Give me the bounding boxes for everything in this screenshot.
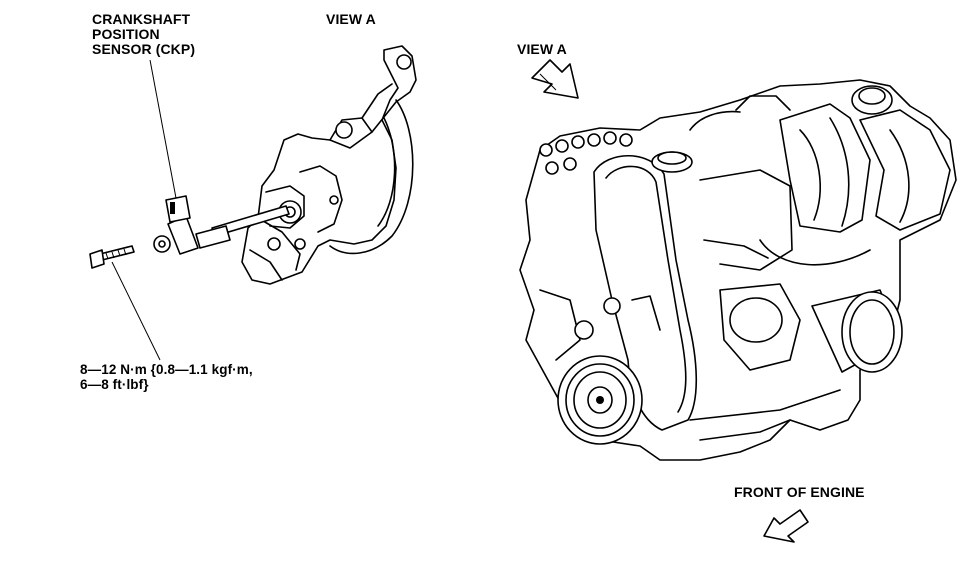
bracket-mount-hole bbox=[396, 54, 412, 70]
ckp-sensor-connector bbox=[165, 195, 191, 223]
crankshaft-pulley bbox=[557, 355, 643, 445]
engine-assembly bbox=[519, 79, 957, 461]
ckp-mounting-bolt bbox=[99, 245, 135, 261]
bracket-outline bbox=[241, 45, 417, 285]
oil-filter bbox=[811, 289, 903, 373]
cylinder-head-bolts bbox=[539, 131, 633, 175]
ckp-bracket-detail bbox=[89, 45, 417, 361]
front-of-engine-arrow bbox=[763, 509, 809, 543]
ckp-sensor-label: CRANKSHAFT POSITION SENSOR (CKP) bbox=[92, 11, 196, 57]
oil-filler-cap bbox=[651, 151, 693, 173]
torque-spec-label: 8—12 N·m {0.8—1.1 kgf·m, 6—8 ft·lbf} bbox=[80, 362, 253, 392]
view-a-engine-label: VIEW A bbox=[517, 41, 567, 57]
cover-arc bbox=[329, 99, 414, 255]
view-a-detail-label: VIEW A bbox=[326, 11, 376, 27]
bolt-head bbox=[89, 249, 105, 269]
torque-leader-line bbox=[111, 261, 161, 361]
ckp-leader-line bbox=[149, 59, 177, 199]
ckp-sensor-collar bbox=[195, 225, 231, 249]
intake-manifold bbox=[759, 103, 951, 266]
view-a-arrow bbox=[531, 59, 579, 99]
egr-valve bbox=[851, 85, 893, 115]
front-of-engine-label: FRONT OF ENGINE bbox=[734, 484, 865, 500]
engine-block-detail bbox=[539, 95, 841, 441]
bracket-mount-hole bbox=[335, 121, 353, 139]
